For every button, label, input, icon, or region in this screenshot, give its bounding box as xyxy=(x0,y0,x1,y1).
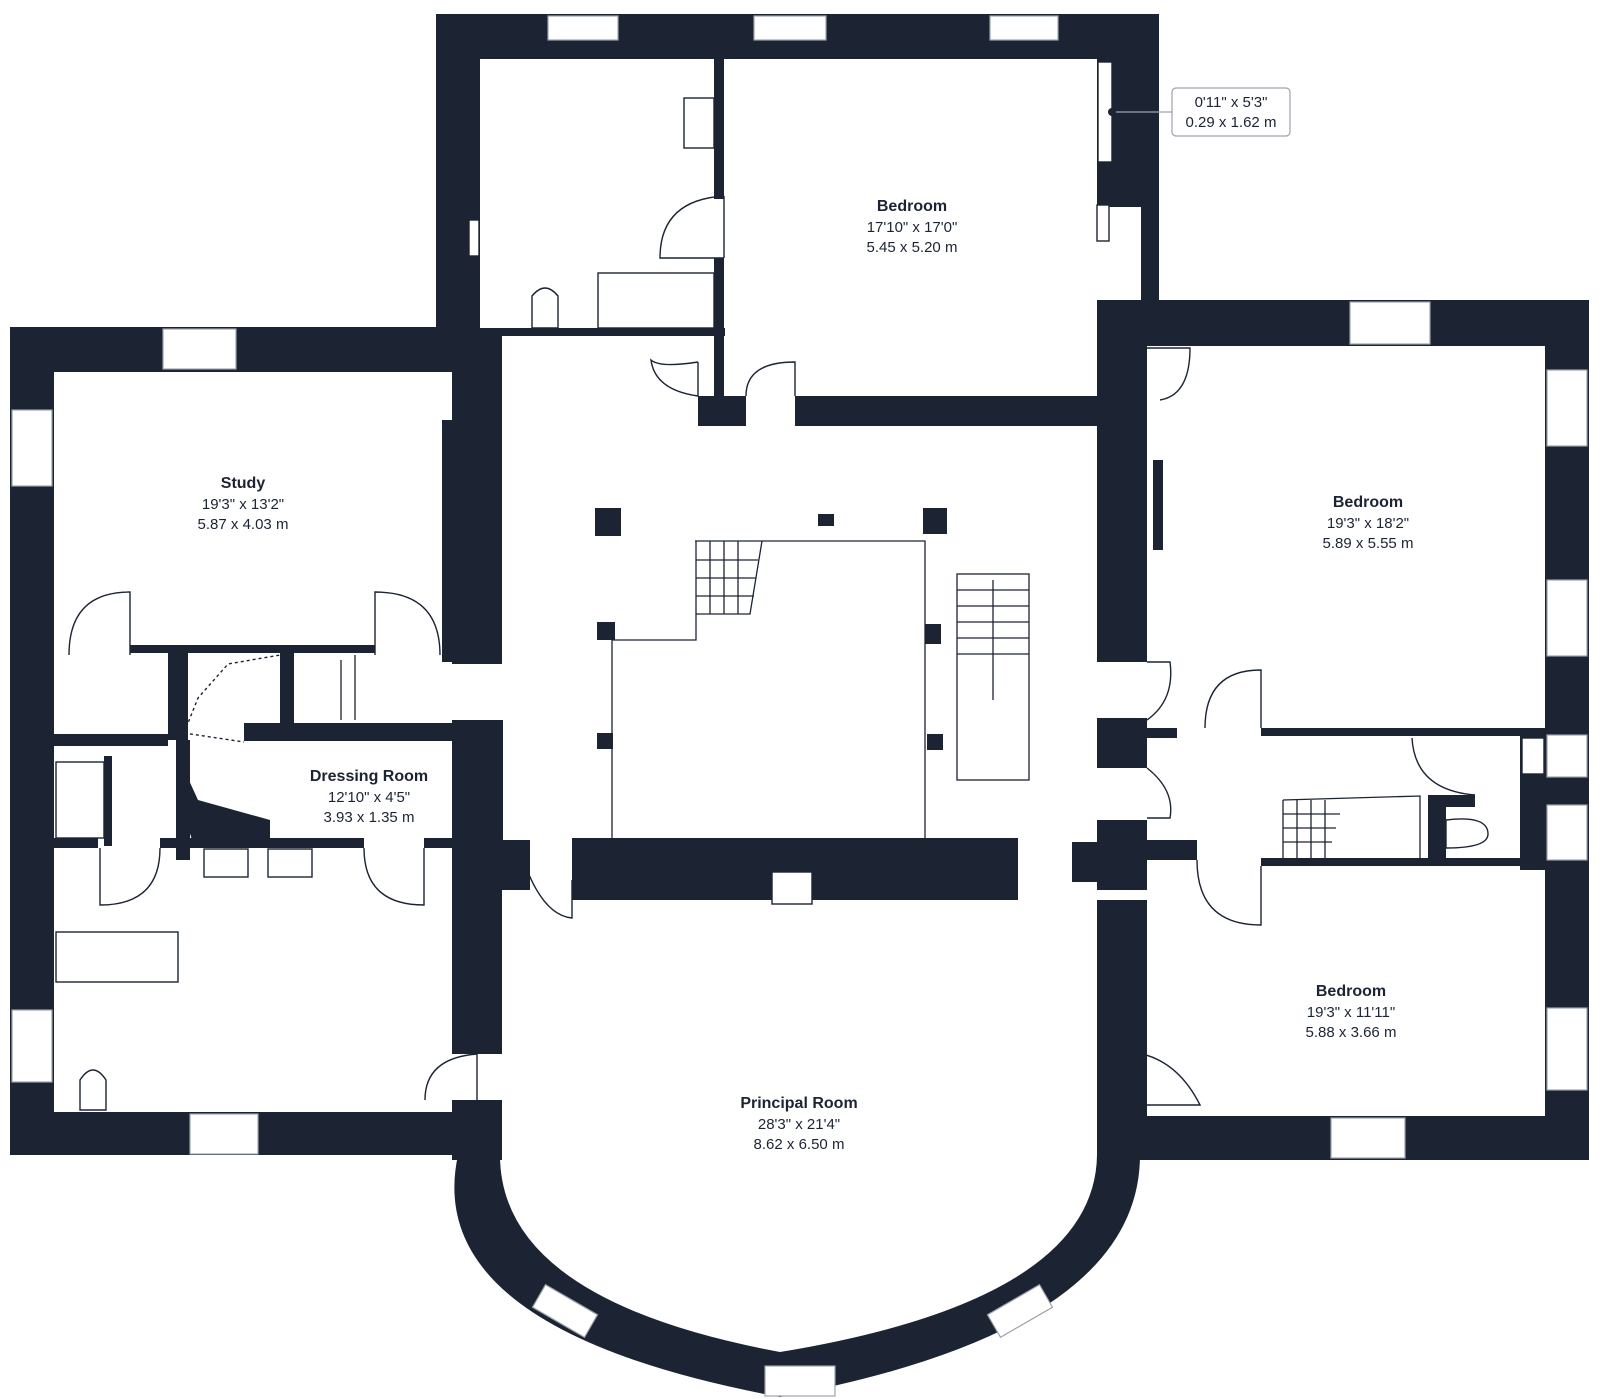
room-name: Bedroom xyxy=(1333,494,1403,511)
callout-dims-imperial: 0'11" x 5'3" xyxy=(1195,94,1268,111)
room-dims-metric: 5.45 x 5.20 m xyxy=(867,239,958,256)
dimension-callout: 0'11" x 5'3" 0.29 x 1.62 m xyxy=(1108,87,1291,137)
interior-walls xyxy=(10,59,1545,900)
bathtub xyxy=(55,931,179,983)
fixtures xyxy=(55,61,1545,1111)
room-label-bedroom-2: Bedroom 19'3" x 18'2" 5.89 x 5.55 m xyxy=(1323,494,1414,552)
room-dims-imperial: 19'3" x 13'2" xyxy=(202,496,284,513)
room-dims-metric: 8.62 x 6.50 m xyxy=(754,1136,845,1153)
room-label-dressing-room: Dressing Room 12'10" x 4'5" 3.93 x 1.35 … xyxy=(310,768,428,826)
windows xyxy=(11,15,1588,1397)
doors xyxy=(68,195,1476,1106)
room-dims-imperial: 19'3" x 18'2" xyxy=(1327,515,1409,532)
room-name: Study xyxy=(221,475,266,492)
room-name: Principal Room xyxy=(740,1095,857,1112)
room-dims-imperial: 12'10" x 4'5" xyxy=(328,789,410,806)
room-label-bedroom-1: Bedroom 17'10" x 17'0" 5.45 x 5.20 m xyxy=(867,198,958,256)
basin xyxy=(267,848,313,878)
room-dims-metric: 5.88 x 3.66 m xyxy=(1306,1024,1397,1041)
room-dims-metric: 5.87 x 4.03 m xyxy=(198,516,289,533)
room-dims-imperial: 19'3" x 11'11" xyxy=(1307,1004,1395,1021)
room-name: Bedroom xyxy=(1316,983,1386,1000)
toilet xyxy=(531,287,559,329)
room-label-bedroom-3: Bedroom 19'3" x 11'11" 5.88 x 3.66 m xyxy=(1306,983,1397,1041)
toilet xyxy=(1445,818,1489,849)
basin xyxy=(203,848,249,878)
room-name: Dressing Room xyxy=(310,768,428,785)
sink xyxy=(683,97,715,149)
stairs xyxy=(340,540,1421,858)
room-dims-imperial: 17'10" x 17'0" xyxy=(867,219,958,236)
shower xyxy=(55,761,105,839)
room-dims-metric: 5.89 x 5.55 m xyxy=(1323,535,1414,552)
room-dims-metric: 3.93 x 1.35 m xyxy=(324,809,415,826)
room-label-principal-room: Principal Room 28'3" x 21'4" 8.62 x 6.50… xyxy=(740,1095,857,1153)
outer-walls xyxy=(10,14,1589,1397)
toilet xyxy=(79,1069,107,1111)
room-dims-imperial: 28'3" x 21'4" xyxy=(758,1116,840,1133)
room-label-study: Study 19'3" x 13'2" 5.87 x 4.03 m xyxy=(198,475,289,533)
bathtub xyxy=(597,272,715,329)
room-name: Bedroom xyxy=(877,198,947,215)
callout-dims-metric: 0.29 x 1.62 m xyxy=(1186,114,1277,131)
